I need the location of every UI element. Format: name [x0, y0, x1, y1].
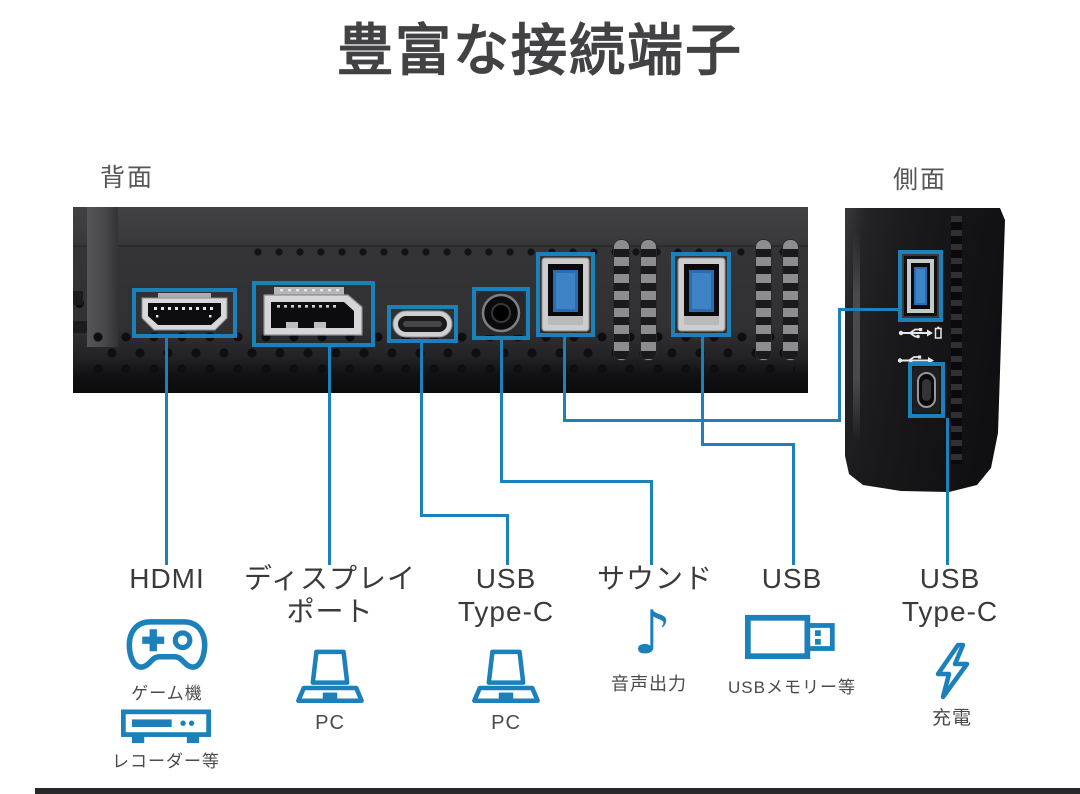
caption-usb-memory: USBメモリー等: [728, 678, 856, 697]
laptop-icon: [296, 649, 364, 703]
usb-a-connector: [902, 254, 939, 318]
usb-battery-symbol-icon: [898, 326, 942, 339]
side-vent-slots: [951, 216, 962, 464]
callout-usb-c-rear-v2: [506, 514, 509, 565]
rear-panel-photo: [73, 207, 808, 393]
usb-a-connector: [677, 257, 725, 332]
page-title: 豊富な接続端子: [337, 19, 743, 82]
callout-usb-side-v: [838, 308, 841, 422]
laptop-icon: [472, 649, 540, 703]
callout-audio-v1: [500, 340, 503, 483]
usb-a-connector: [541, 257, 590, 332]
vent-slot: [755, 239, 772, 361]
usb-a-side-port-photo: [898, 250, 943, 322]
usb-a-rear-port-1-photo: [536, 252, 595, 337]
callout-audio-v2: [650, 480, 653, 565]
callout-usb-a1-v: [563, 337, 566, 422]
callout-usb-a2-v1: [701, 337, 704, 446]
side-edge-highlight: [853, 232, 860, 442]
callout-hdmi: [165, 338, 168, 565]
vent-slot: [782, 239, 799, 361]
usb-c-rear-port-photo: [387, 305, 458, 343]
side-view-label: 側面: [893, 166, 948, 194]
label-hdmi: HDMI: [129, 563, 205, 594]
callout-usb-a2-h: [701, 443, 795, 446]
caption-game-console: ゲーム機: [131, 684, 203, 703]
lightning-bolt-icon: [935, 642, 970, 700]
recorder-icon: [121, 709, 211, 744]
callout-usb-c-rear-v1: [420, 343, 423, 517]
vent-slot: [613, 239, 630, 361]
rear-view-label: 背面: [100, 164, 155, 192]
panel-notch: [73, 291, 83, 305]
audio-jack-connector: [477, 292, 525, 335]
caption-charging: 充電: [931, 708, 973, 729]
gamepad-icon: [126, 619, 208, 670]
vent-slot: [640, 239, 657, 361]
callout-usb-c-side: [946, 418, 949, 565]
audio-jack-photo: [472, 287, 530, 340]
hdmi-connector: [141, 293, 228, 331]
callout-displayport: [328, 347, 331, 565]
callout-audio-h: [500, 480, 653, 483]
usb-c-connector: [913, 367, 940, 413]
hdmi-port-photo: [132, 288, 237, 338]
side-panel-photo: [845, 208, 1005, 492]
label-sound: サウンド: [596, 563, 714, 594]
panel-notch: [73, 321, 87, 333]
callout-usb-c-rear-h: [420, 514, 509, 517]
displayport-port-photo: [252, 281, 375, 347]
vent-holes-top: [250, 243, 795, 263]
usb-c-connector: [392, 310, 453, 338]
label-usb: USB: [761, 563, 823, 594]
usb-memory-icon: [744, 614, 835, 660]
usb-a-rear-port-2-photo: [671, 252, 731, 337]
stand-mount: [87, 207, 118, 347]
displayport-connector: [263, 287, 363, 336]
bottom-divider: [35, 788, 1080, 794]
caption-recorder: レコーダー等: [112, 752, 220, 771]
label-displayport: ディスプレイ ポート: [243, 563, 417, 627]
caption-pc-usb-c: PC: [491, 712, 521, 734]
label-usb-c-side: USB Type-C: [901, 563, 999, 627]
caption-audio-output: 音声出力: [611, 674, 687, 694]
caption-pc-displayport: PC: [315, 712, 345, 734]
usb-c-side-port-photo: [908, 362, 945, 418]
callout-usb-side-h: [838, 308, 898, 311]
label-usb-c-rear: USB Type-C: [457, 563, 555, 627]
music-note-icon: ♪: [632, 598, 672, 668]
callout-usb-a2-v2: [792, 443, 795, 565]
